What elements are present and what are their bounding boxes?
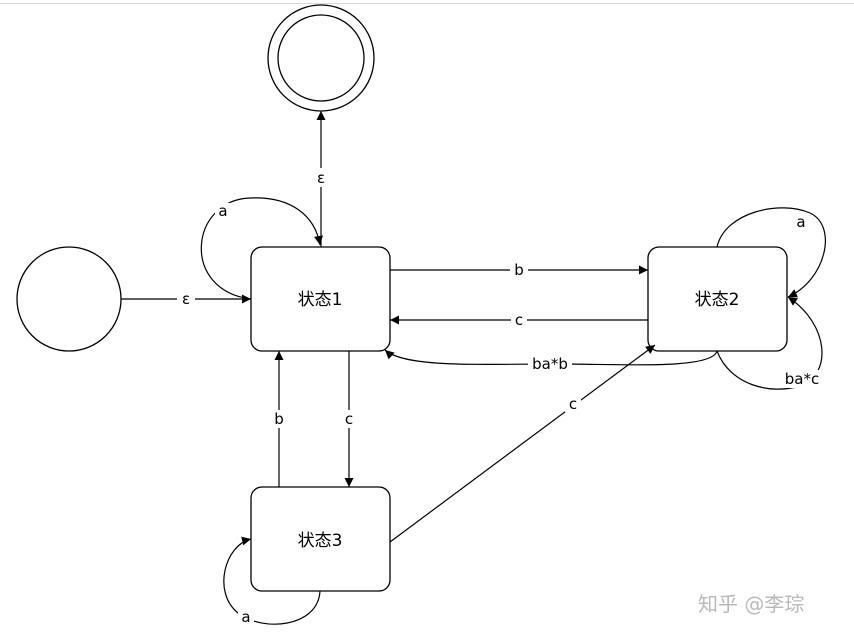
label-state2-to-state1-c: c: [515, 311, 523, 329]
state-2-node: 状态2: [647, 246, 788, 352]
edge-labels: ε ε a b c ba*b a ba*c c b a c: [177, 168, 824, 626]
start-state: [16, 246, 122, 352]
label-state3-to-state1: b: [274, 410, 284, 428]
label-state3-self-loop: a: [241, 608, 250, 626]
label-state2-to-state1-bab: ba*b: [532, 355, 568, 373]
label-state2-self-loop-bac: ba*c: [785, 370, 819, 388]
state-1-node: 状态1: [250, 246, 391, 352]
label-state1-self-loop: a: [218, 202, 227, 220]
edge-state3-to-state2: [389, 344, 656, 543]
state-1-label: 状态1: [298, 290, 343, 310]
label-state1-to-state2: b: [514, 261, 524, 279]
label-state3-to-state2: c: [569, 395, 577, 413]
top-border-line: [0, 3, 854, 4]
state-3-label: 状态3: [298, 531, 343, 551]
label-state1-to-final: ε: [317, 169, 325, 187]
final-state: [267, 4, 375, 112]
edge-state2-self-loop-a: [716, 207, 826, 298]
label-state1-to-state3: c: [345, 410, 353, 428]
watermark-text: 知乎 @李琮: [698, 592, 804, 616]
label-start-to-state1: ε: [182, 290, 190, 308]
edge-state1-self-loop: [200, 197, 323, 300]
state-2-label: 状态2: [695, 290, 740, 310]
state-3-node: 状态3: [250, 486, 391, 592]
label-state2-self-loop-a: a: [796, 213, 805, 231]
